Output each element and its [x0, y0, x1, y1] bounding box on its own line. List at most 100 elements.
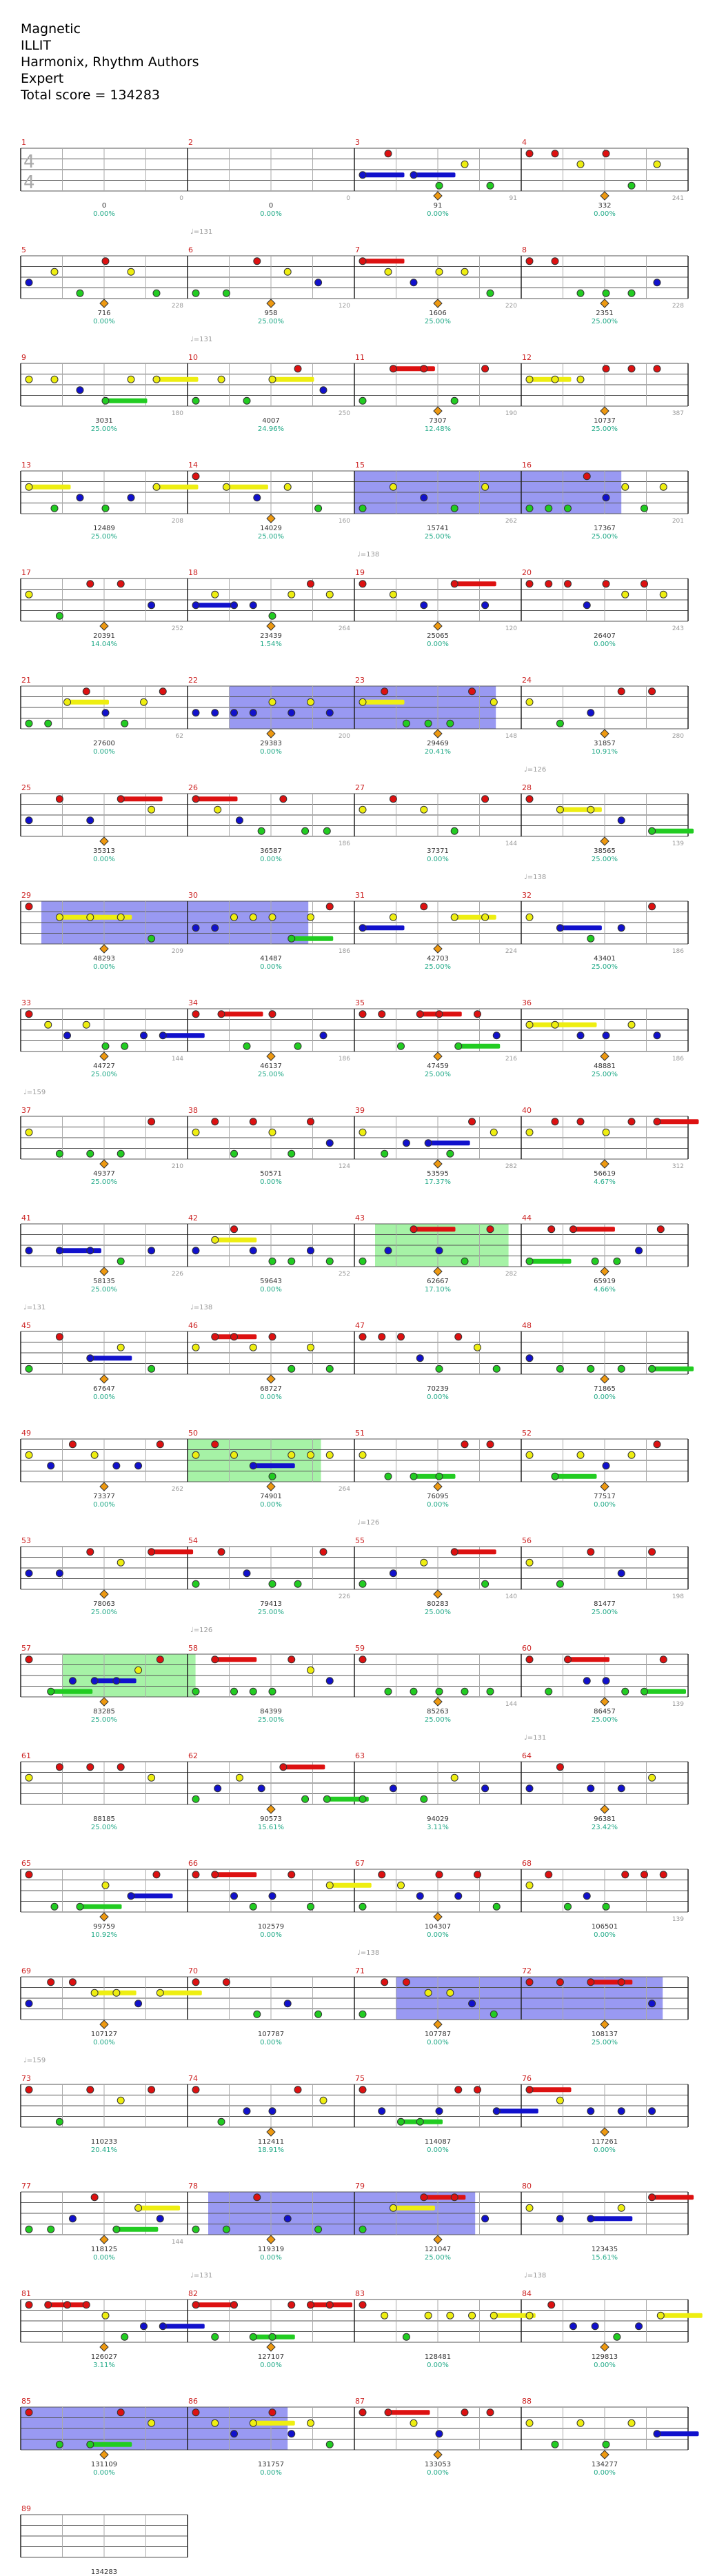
measure-note-score: 140 — [505, 1593, 517, 1600]
drum-note — [490, 2311, 498, 2320]
drum-note — [148, 1548, 156, 1556]
drum-note — [211, 1656, 219, 1664]
kick-note — [600, 191, 609, 201]
drum-note — [249, 2419, 257, 2427]
drum-note — [47, 1978, 55, 1986]
drum-note — [268, 1472, 276, 1480]
drum-note — [249, 601, 257, 610]
measure-cumulative-score: 94029 — [427, 1815, 449, 1823]
drum-note — [420, 903, 428, 911]
drum-note — [86, 1247, 94, 1255]
drum-note — [152, 1871, 161, 1879]
drum-note — [492, 1902, 501, 1911]
drum-note — [389, 590, 397, 598]
drum-note — [435, 2430, 443, 2438]
drum-note — [307, 913, 314, 921]
drum-note — [591, 1257, 599, 1265]
drum-note — [314, 2225, 323, 2233]
drum-note — [468, 687, 476, 696]
measure-number: 4 — [522, 138, 527, 147]
drum-note — [435, 1687, 443, 1695]
kick-note — [99, 2450, 109, 2459]
measure-cumulative-score: 129813 — [592, 2353, 618, 2361]
drum-note — [648, 1548, 656, 1556]
measure-percent: 25.00% — [425, 2254, 451, 2262]
drum-note — [268, 1128, 276, 1136]
measure-number: 59 — [355, 1644, 365, 1653]
drum-note — [268, 2408, 276, 2417]
drum-note — [397, 2117, 405, 2126]
measure-percent: 25.00% — [592, 425, 618, 433]
drum-note — [569, 2322, 577, 2331]
drum-note — [283, 2215, 292, 2223]
kick-note — [433, 621, 443, 631]
kick-note — [600, 836, 609, 846]
measure-number: 17 — [21, 568, 31, 577]
drum-note — [583, 601, 591, 610]
drum-note — [659, 483, 667, 491]
drum-note — [648, 2000, 656, 2008]
drum-note — [481, 2215, 490, 2223]
measure-number: 46 — [188, 1321, 198, 1330]
measure-number: 88 — [522, 2397, 532, 2406]
drum-note — [435, 2107, 443, 2115]
drum-note — [564, 580, 572, 588]
measure-percent: 0.00% — [93, 2039, 115, 2046]
tempo-marker: ♩=138 — [524, 874, 546, 881]
drum-note — [117, 1149, 125, 1158]
drum-note — [314, 2010, 323, 2018]
drum-note — [192, 2408, 200, 2417]
drum-note — [525, 1881, 534, 1889]
measure-number: 32 — [522, 891, 532, 900]
drum-note — [288, 590, 296, 598]
measure-cumulative-score: 31857 — [594, 740, 616, 747]
drum-note — [486, 1440, 494, 1449]
sustain-note — [652, 828, 694, 834]
drum-note — [301, 827, 310, 835]
drum-note — [55, 1149, 63, 1158]
drum-note — [525, 375, 534, 383]
drum-note — [525, 698, 534, 706]
sustain-note — [657, 1119, 699, 1125]
drum-note — [602, 1677, 610, 1685]
measure-percent: 4.66% — [594, 1286, 616, 1294]
drum-note — [648, 827, 656, 835]
drum-note — [86, 1548, 94, 1556]
drum-note — [68, 1677, 77, 1685]
sustain-note — [363, 172, 405, 178]
drum-note — [551, 150, 559, 158]
measure-percent: 25.00% — [592, 1716, 618, 1724]
measure-percent: 0.00% — [427, 2039, 449, 2046]
drum-note — [249, 2333, 257, 2341]
drum-note — [249, 709, 257, 717]
measure-percent: 0.00% — [260, 1178, 282, 1186]
sustain-note — [214, 1657, 257, 1662]
kick-note — [99, 1374, 109, 1384]
measure-note-score: 208 — [172, 518, 183, 525]
drum-note — [117, 913, 125, 921]
drum-note — [602, 2440, 610, 2448]
measure-number: 42 — [188, 1214, 198, 1222]
measure-number: 78 — [188, 2182, 198, 2191]
measure-cumulative-score: 41487 — [260, 955, 282, 963]
measure-cumulative-score: 2351 — [596, 310, 613, 317]
drum-note — [307, 580, 314, 588]
drum-note — [435, 1010, 443, 1018]
drum-note — [55, 1763, 63, 1771]
drum-note — [134, 1666, 143, 1674]
drum-note — [617, 687, 625, 696]
measure-note-score: 160 — [339, 518, 350, 525]
kick-note — [433, 1051, 443, 1061]
drum-note — [148, 934, 156, 943]
drum-note — [617, 1365, 625, 1373]
sustain-note — [221, 1012, 263, 1017]
measure-cumulative-score: 70239 — [427, 1385, 449, 1393]
measure-percent: 0.00% — [594, 2362, 616, 2369]
kick-note — [433, 2235, 443, 2244]
drum-note — [359, 1451, 367, 1459]
drum-note — [214, 1784, 222, 1793]
measure-note-score: 124 — [339, 1163, 350, 1170]
drum-note — [446, 1149, 454, 1158]
measure-number: 74 — [188, 2074, 198, 2083]
drum-note — [152, 375, 161, 383]
